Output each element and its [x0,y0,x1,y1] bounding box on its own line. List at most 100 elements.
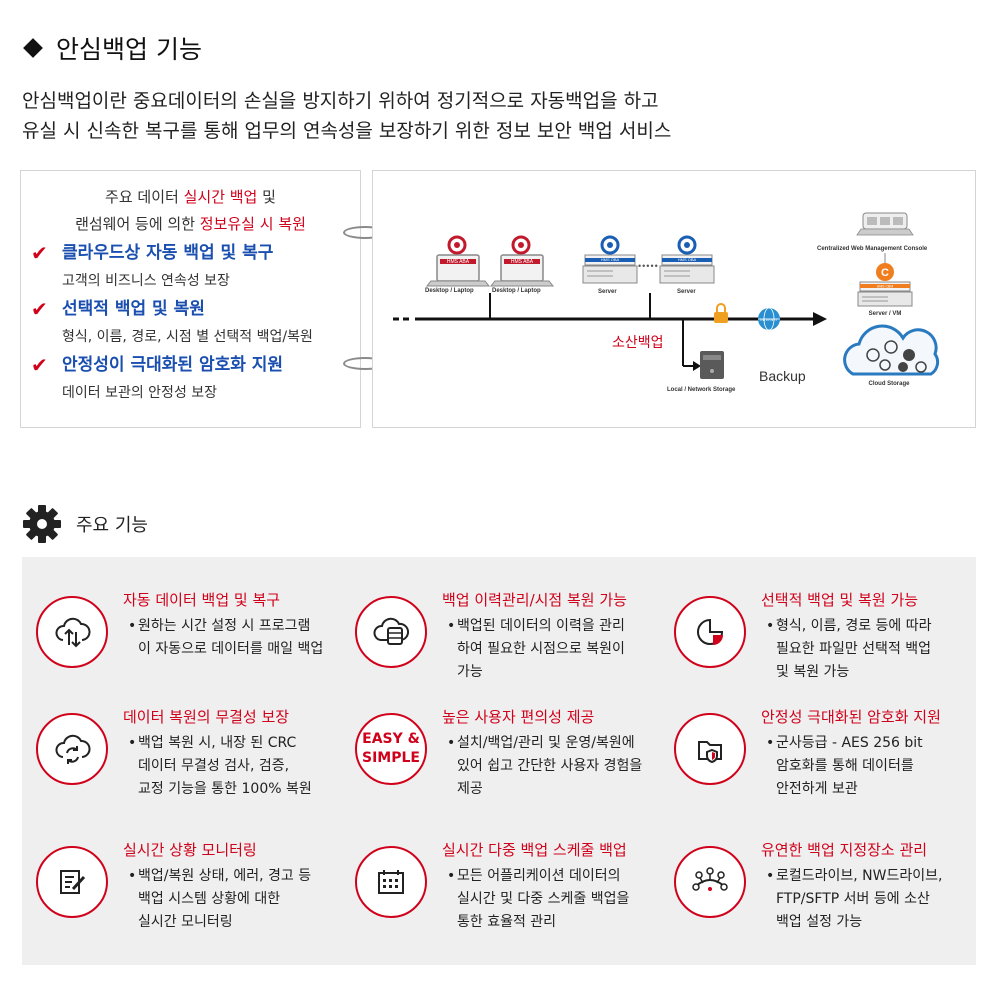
feature-desc: • 원하는 시간 설정 시 프로그램 이 자동으로 데이터를 매일 백업 [128,618,324,657]
feature-icon-circle [355,596,427,668]
feature-icon-circle [355,846,427,918]
cbm-label: HMS CBM [877,285,894,289]
feature-icon-circle [36,596,108,668]
globe-icon: INTERNET [758,307,780,331]
lock-icon [714,303,728,323]
pie-chart-icon [697,618,724,645]
feature-title: 유연한 백업 지정장소 관리 [761,841,928,859]
easy-simple-icon: EASY & SIMPLE [362,731,420,766]
hms-aba-label: HMS ABA [511,259,534,265]
summary-item-title: 클라우드상 자동 백업 및 복구 [62,243,274,263]
feature-title: 선택적 백업 및 복원 가능 [761,591,919,609]
feature-card: 데이터 복원의 무결성 보장 • 백업 복원 시, 내장 된 CRC 데이터 무… [22,700,340,820]
feature-icon-circle [674,596,746,668]
feature-desc: • 모든 어플리케이션 데이터의 실시간 및 다중 스케줄 백업을 통한 효율적… [447,868,630,930]
cloud-storage-label: Cloud Storage [868,381,910,387]
feature-title: 자동 데이터 백업 및 복구 [123,591,281,609]
page-title: 안심백업 기능 [22,30,202,66]
feature-card: EASY & SIMPLE 높은 사용자 편의성 제공 • 설치/백업/관리 및… [341,700,659,820]
console-label: Centralized Web Management Console [817,246,928,252]
section-header: 주요 기능 [22,504,148,544]
calendar-icon [378,870,404,894]
feature-icon-circle [36,846,108,918]
summary-item-title: 선택적 백업 및 복원 [62,299,205,319]
feature-card: 유연한 백업 지정장소 관리 • 로컬드라이브, NW드라이브, FTP/SFT… [660,833,978,953]
document-edit-icon [60,870,86,894]
summary-list: ✔ 클라우드상 자동 백업 및 복구 고객의 비즈니스 연속성 보장 ✔ 선택적… [21,240,360,408]
check-icon: ✔ [31,297,48,321]
feature-title: 높은 사용자 편의성 제공 [442,708,595,726]
summary-box: 주요 데이터 실시간 백업 및 랜섬웨어 등에 의한 정보유실 시 복원 ✔ 클… [20,170,361,428]
feature-card: 안정성 극대화된 암호화 지원 • 군사등급 - AES 256 bit 암호화… [660,700,978,820]
feature-icon-circle: EASY & SIMPLE [355,713,427,785]
summary-item-sub: 형식, 이름, 경로, 시점 별 선택적 백업/복원 [62,329,313,345]
feature-desc: • 로컬드라이브, NW드라이브, FTP/SFTP 서버 등에 소산 백업 설… [766,868,943,930]
server-label: Server [598,289,617,295]
summary-line2-highlight: 정보유실 시 복원 [199,215,306,233]
feature-title: 실시간 다중 백업 스케줄 백업 [442,841,627,859]
backup-diagram: HMS ABA ••••• HMS ABA Desktop / Laptop D… [372,170,976,428]
page-title-text: 안심백업 기능 [56,35,202,64]
c-badge-icon: C [876,263,894,281]
feature-card: 선택적 백업 및 복원 가능 • 형식, 이름, 경로 등에 따라 필요한 파일… [660,583,978,703]
server-vm-icon: HMS CBM [857,281,913,307]
local-storage-label: Local / Network Storage [667,387,736,393]
cloud-refresh-icon [55,734,91,764]
cloud-sync-arrows-icon [55,617,91,648]
server-icon: HMS OBA [659,235,715,284]
feature-desc: • 설치/백업/관리 및 운영/복원에 있어 쉽고 간단한 사용자 경험을 제공 [447,735,643,797]
server-label: Server [677,289,696,295]
feature-desc: • 백업/복원 상태, 에러, 경고 등 백업 시스템 상황에 대한 실시간 모… [128,868,312,930]
feature-title: 백업 이력관리/시점 복원 가능 [442,591,627,609]
hms-aba-label: HMS ABA [447,259,470,265]
list-item: ✔ 선택적 백업 및 복원 형식, 이름, 경로, 시점 별 선택적 백업/복원 [31,296,360,352]
console-icon [856,212,914,236]
feature-card: 자동 데이터 백업 및 복구 • 원하는 시간 설정 시 프로그램 이 자동으로… [22,583,340,703]
feature-title: 데이터 복원의 무결성 보장 [123,708,290,726]
server-icon: HMS OBA [582,235,638,284]
summary-heading: 주요 데이터 실시간 백업 및 랜섬웨어 등에 의한 정보유실 시 복원 [21,184,360,238]
network-nodes-icon [692,867,728,891]
hms-oba-label: HMS OBA [678,257,697,262]
feature-icon-circle [674,713,746,785]
laptop-icon: HMS ABA [489,235,555,287]
feature-desc: • 형식, 이름, 경로 등에 따라 필요한 파일만 선택적 백업 및 복원 가… [766,618,932,680]
feature-icon-circle [36,713,108,785]
intro-line-1: 안심백업이란 중요데이터의 손실을 방지하기 위하여 정기적으로 자동백업을 하… [22,90,659,112]
feature-icon-circle [674,846,746,918]
summary-item-sub: 고객의 비즈니스 연속성 보장 [62,273,230,289]
internet-label: INTERNET [760,318,778,322]
feature-card: 백업 이력관리/시점 복원 가능 • 백업된 데이터의 이력을 관리 하여 필요… [341,583,659,703]
offsite-backup-label: 소산백업 [612,334,664,350]
feature-card: 실시간 다중 백업 스케줄 백업 • 모든 어플리케이션 데이터의 실시간 및 … [341,833,659,953]
cloud-storage-icon [843,324,940,376]
feature-card: 실시간 상황 모니터링 • 백업/복원 상태, 에러, 경고 등 백업 시스템 … [22,833,340,953]
gear-icon [23,505,61,543]
folder-shield-icon [698,741,722,764]
cloud-database-icon [373,617,410,645]
intro-line-2: 유실 시 신속한 복구를 통해 업무의 연속성을 보장하기 위한 정보 보안 백… [22,120,672,142]
backup-label: Backup [759,368,806,384]
feature-desc: • 군사등급 - AES 256 bit 암호화를 통해 데이터를 안전하게 보… [766,735,923,797]
check-icon: ✔ [31,353,48,377]
dots-separator: ••••• [638,261,659,271]
storage-icon [700,351,724,379]
arrow-right-icon [813,312,827,326]
desktop-label: Desktop / Laptop [492,288,541,294]
summary-line2-pre: 랜섬웨어 등에 의한 [75,215,200,233]
summary-item-sub: 데이터 보관의 안정성 보장 [62,385,218,401]
laptop-icon: HMS ABA [425,235,491,287]
diamond-bullet-icon [23,38,43,58]
summary-line1-pre: 주요 데이터 [105,188,184,206]
feature-title: 실시간 상황 모니터링 [123,841,257,859]
list-item: ✔ 클라우드상 자동 백업 및 복구 고객의 비즈니스 연속성 보장 [31,240,360,296]
summary-line1-highlight: 실시간 백업 [183,188,258,206]
feature-desc: • 백업된 데이터의 이력을 관리 하여 필요한 시점으로 복원이 가능 [447,618,625,680]
features-panel: 자동 데이터 백업 및 복구 • 원하는 시간 설정 시 프로그램 이 자동으로… [22,557,976,965]
intro-text: 안심백업이란 중요데이터의 손실을 방지하기 위하여 정기적으로 자동백업을 하… [22,86,982,146]
feature-desc: • 백업 복원 시, 내장 된 CRC 데이터 무결성 검사, 검증, 교정 기… [128,735,312,797]
list-item: ✔ 안정성이 극대화된 암호화 지원 데이터 보관의 안정성 보장 [31,352,360,408]
desktop-label: Desktop / Laptop [425,288,474,294]
server-vm-label: Server / VM [869,311,902,317]
section-title: 주요 기능 [76,515,148,536]
